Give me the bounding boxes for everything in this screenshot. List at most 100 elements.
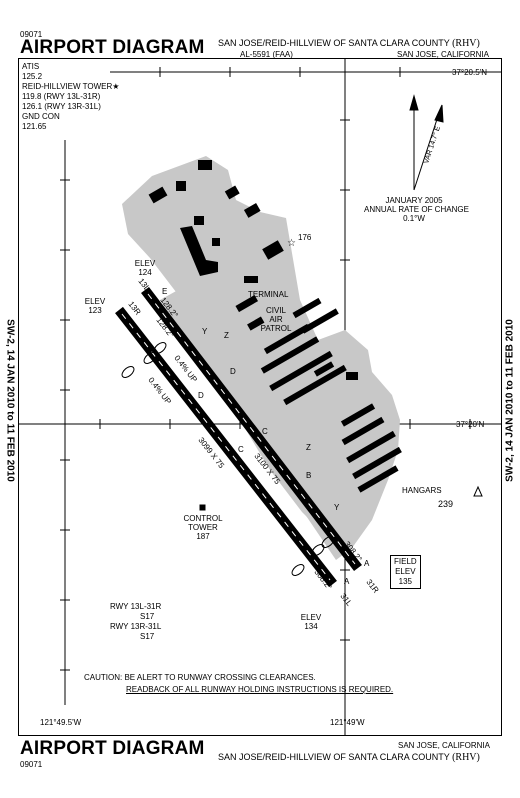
caution-line2: READBACK OF ALL RUNWAY HOLDING INSTRUCTI… [126, 685, 394, 694]
runway-strength-block: RWY 13L-31R S17 RWY 13R-31L S17 [110, 602, 161, 642]
elev-124: ELEV 124 [130, 259, 160, 277]
civil-line2: AIR [269, 315, 283, 324]
tower-label-text: REID-HILLVIEW TOWER [22, 82, 113, 91]
hangar [352, 446, 402, 480]
building [194, 216, 204, 225]
star-icon: ★ [112, 82, 120, 91]
elev-label: ELEV [300, 613, 322, 622]
hangars-label: HANGARS [402, 486, 442, 495]
airport-name-bottom: SAN JOSE/REID-HILLVIEW OF SANTA CLARA CO… [218, 752, 480, 763]
elev-134: ELEV 134 [296, 613, 326, 631]
lat-mid-label: 37°20'N [456, 420, 485, 429]
hangar [346, 430, 396, 464]
doc-number-bottom: 09071 [20, 760, 43, 769]
building [244, 276, 258, 283]
annual-change-value: 0.1°W [403, 214, 425, 223]
runways [115, 286, 362, 588]
atis-frequency: 125.2 [22, 72, 43, 81]
building [262, 240, 284, 260]
taxiway-a-2: A [344, 577, 350, 586]
civil-air-patrol-label: CIVIL AIR PATROL [256, 306, 296, 333]
hangar [301, 308, 339, 334]
taxiway-labels: Y Z D D C C Z B Y A A E [162, 287, 370, 586]
obstacle-239 [473, 485, 483, 497]
buildings [148, 160, 402, 493]
field-elev-line2: ELEV [395, 567, 416, 576]
tower-frequency-2: 126.1 (RWY 13R-31L) [22, 102, 101, 111]
tower-frequency-1: 119.8 (RWY 13L-31R) [22, 92, 101, 101]
rwy-31l-label: 31L [338, 592, 354, 608]
obstacle-239-label: 239 [438, 499, 454, 509]
tower-label: REID-HILLVIEW TOWER★ [22, 82, 119, 92]
lon-left-label: 121°49.5'W [40, 718, 82, 727]
rwy-strength-2-value: S17 [140, 632, 155, 641]
diagram-title-bottom: AIRPORT DIAGRAM [20, 738, 205, 759]
field-elev-value: 135 [398, 577, 413, 586]
taxiway-c: C [262, 427, 268, 436]
taxiway-a: A [364, 559, 370, 568]
frequency-block: ATIS 125.2 REID-HILLVIEW TOWER★ 119.8 (R… [22, 62, 119, 132]
building [235, 295, 259, 313]
taxiway-z-2: Z [306, 443, 311, 452]
diagram-title-top: AIRPORT DIAGRAM [20, 37, 205, 58]
rwy-13r-label: 13R [126, 300, 142, 317]
caution-line1: CAUTION: BE ALERT TO RUNWAY CROSSING CLE… [84, 673, 316, 682]
elev-value: 123 [88, 306, 102, 315]
building [243, 203, 261, 218]
city-top: SAN JOSE, CALIFORNIA [397, 50, 490, 59]
runway-centerline [121, 313, 331, 581]
building [247, 316, 265, 331]
control-tower-label: CONTROL TOWER 187 [178, 514, 228, 541]
taxiway-z: Z [224, 331, 229, 340]
elev-value: 124 [138, 268, 152, 277]
hangar [313, 361, 335, 377]
hangar [340, 403, 376, 427]
lon-right-label: 121°49'W [330, 718, 365, 727]
control-line2: TOWER [188, 523, 218, 532]
city-bottom: SAN JOSE, CALIFORNIA [398, 741, 491, 750]
diagram-frame [18, 58, 502, 736]
airport-name-text: SAN JOSE/REID-HILLVIEW OF SANTA CLARA CO… [218, 38, 450, 48]
taxiway-d: D [230, 367, 236, 376]
building [224, 185, 240, 200]
star-icon: ☆ [287, 238, 296, 249]
hangar [292, 297, 322, 319]
atis-label: ATIS [22, 62, 40, 71]
mag-var-label: VAR 14.7° E [422, 125, 442, 165]
building [198, 160, 212, 170]
airport-id-text: (RHV) [452, 752, 480, 763]
field-elev-line1: FIELD [394, 557, 417, 566]
field-elevation-box: FIELD ELEV 135 [390, 555, 421, 589]
runway-centerline [147, 293, 356, 565]
elev-label: ELEV [84, 297, 106, 306]
rwy-31r-label: 31R [364, 578, 380, 595]
taxiway-y: Y [202, 327, 208, 336]
hangar [283, 364, 347, 406]
taxiway-d-2: D [198, 391, 204, 400]
hangar [260, 336, 320, 374]
civil-line3: PATROL [260, 324, 292, 333]
building [148, 186, 168, 204]
control-tower-marker [199, 504, 206, 511]
ground-label: GND CON [22, 112, 60, 121]
elev-123: ELEV 123 [80, 297, 110, 315]
ground-frequency: 121.65 [22, 122, 47, 131]
taxiway-b: B [306, 471, 311, 480]
hangar [263, 323, 311, 355]
airport-id-text: (RHV) [452, 38, 480, 49]
control-elev: 187 [196, 532, 210, 541]
rwy-strength-1: RWY 13L-31R [110, 602, 162, 611]
procedure-id: AL-5591 (FAA) [240, 50, 293, 59]
elev-value: 134 [304, 622, 318, 631]
building [180, 226, 218, 276]
hangar [357, 465, 399, 493]
taxiway-y-2: Y [334, 503, 340, 512]
hangar [341, 416, 385, 446]
runway-slope-markers [121, 342, 335, 576]
lat-top-label: 37°20.5'N [452, 68, 487, 77]
obstacle-176-label: 176 [298, 233, 312, 242]
terminal-label: TERMINAL [248, 290, 289, 299]
building [212, 238, 220, 246]
rwy-strength-1-value: S17 [140, 612, 155, 621]
